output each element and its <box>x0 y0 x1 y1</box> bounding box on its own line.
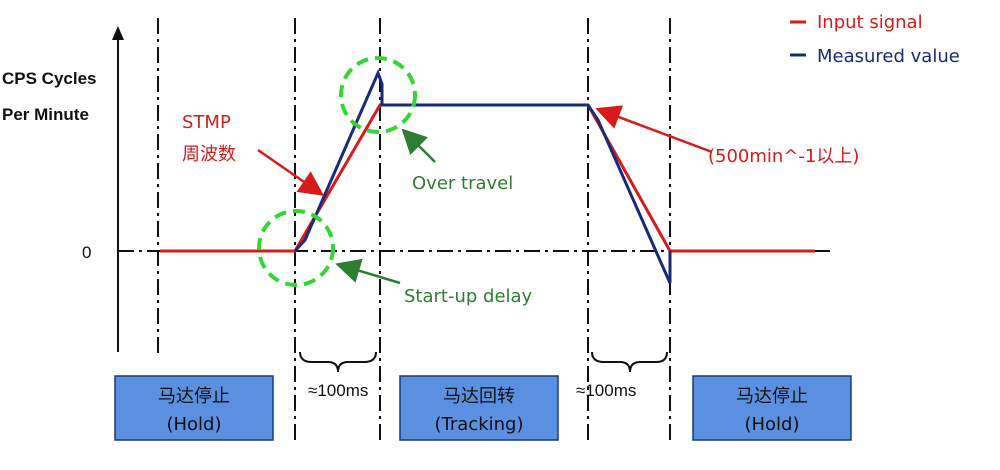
duration-brace <box>299 351 377 373</box>
phase-box-tracking: 马达回转 (Tracking) <box>399 375 559 441</box>
duration-label-2: ≈100ms <box>576 381 636 400</box>
y-axis-title-line1: CPS Cycles <box>2 69 97 88</box>
phase-box-hold-2: 马达停止 (Hold) <box>692 375 852 441</box>
phase-box-hold-1: 马达停止 (Hold) <box>114 375 274 441</box>
startup-highlight <box>257 209 335 287</box>
legend-input-label: Input signal <box>817 12 923 33</box>
overtravel-highlight <box>339 56 417 134</box>
y-axis-arrow-icon <box>112 26 124 40</box>
phase-box-line2: (Tracking) <box>435 414 524 435</box>
stmp-label-cn: 周波数 <box>182 144 236 165</box>
stmp-arrow <box>257 148 325 196</box>
startup-delay-label: Start-up delay <box>404 286 533 307</box>
stmp-label: STMP <box>182 112 231 133</box>
phase-box-line2: (Hold) <box>166 414 221 435</box>
startup-arrow <box>335 258 401 285</box>
decel-note: (500min^-1以上) <box>708 146 859 167</box>
phase-box-line1: 马达停止 <box>736 386 808 407</box>
duration-label-1: ≈100ms <box>308 381 368 400</box>
decel-arrow <box>595 105 713 154</box>
phase-box-line1: 马达回转 <box>443 386 515 407</box>
overtravel-label: Over travel <box>412 173 513 194</box>
phase-box-line2: (Hold) <box>744 414 799 435</box>
overtravel-arrow <box>401 128 436 163</box>
y-axis-title-line2: Per Minute <box>2 105 89 124</box>
duration-brace <box>591 351 668 373</box>
legend-measured-label: Measured value <box>817 46 960 67</box>
zero-label: 0 <box>82 243 91 262</box>
measured-value-line <box>293 68 672 284</box>
phase-box-line1: 马达停止 <box>158 386 230 407</box>
